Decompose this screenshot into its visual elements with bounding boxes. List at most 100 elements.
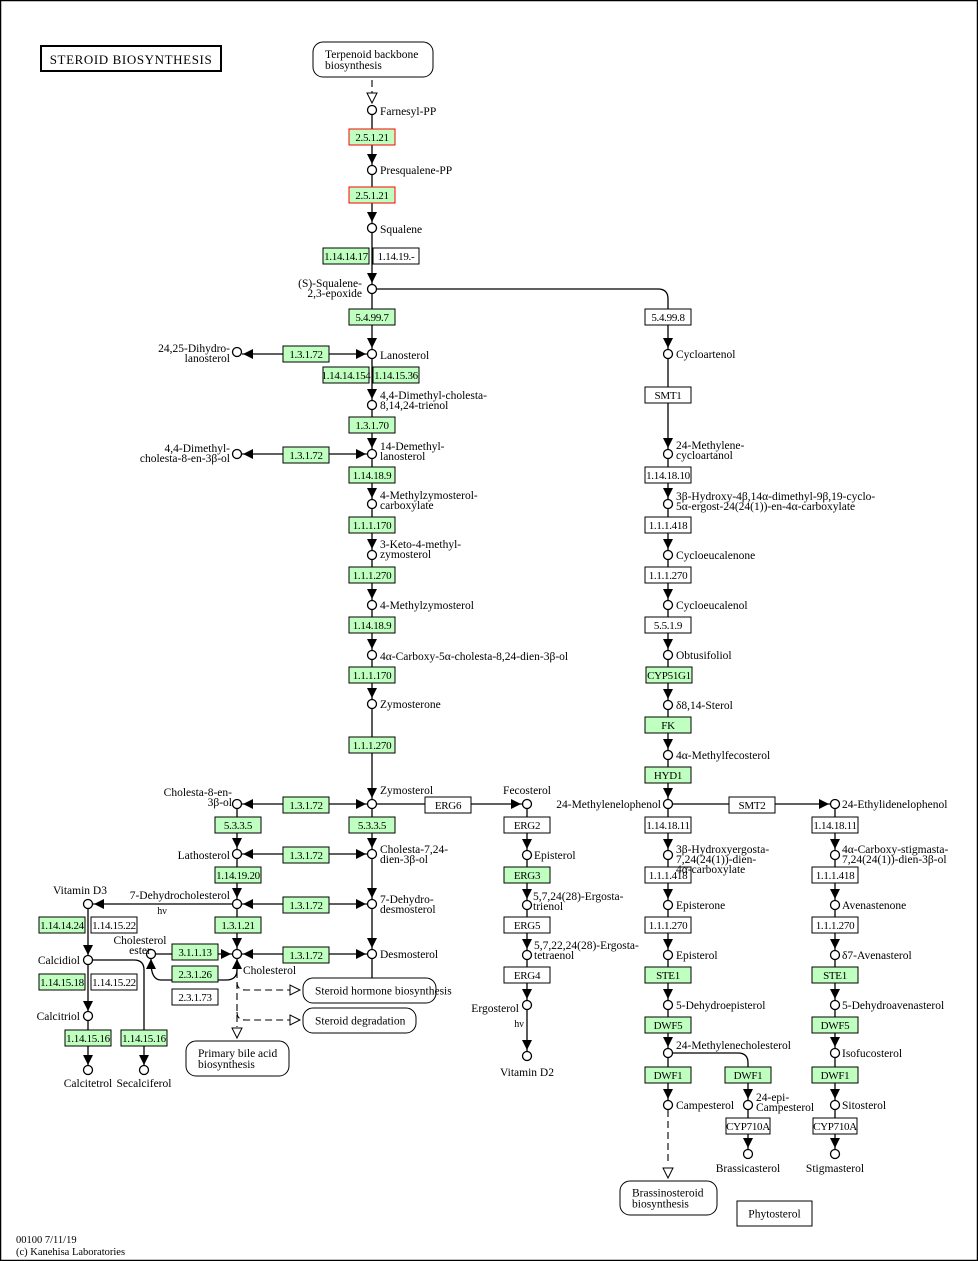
enzyme-box[interactable]: SMT1 <box>644 386 692 404</box>
enzyme-box[interactable]: 1.14.18.11 <box>811 816 859 834</box>
enzyme-box[interactable]: 1.14.14.17 <box>322 247 370 265</box>
enzyme-box[interactable]: 1.14.14.154 <box>322 366 372 384</box>
compound[interactable]: Cholesta-8-en-3β-ol <box>164 787 243 810</box>
compound[interactable]: 14-Demethyl-lanosterol <box>366 441 445 463</box>
compound[interactable]: 4,4-Dimethyl-cholesta-8,14,24-trienol <box>366 390 488 412</box>
enzyme-box[interactable]: 1.14.14.24 <box>38 916 86 934</box>
enzyme-box[interactable]: 1.3.1.72 <box>282 896 330 914</box>
enzyme-box[interactable]: 1.14.15.22 <box>90 973 138 991</box>
compound[interactable]: Desmosterol <box>366 948 439 961</box>
compound[interactable]: Cycloeucalenol <box>662 599 748 612</box>
enzyme-box[interactable]: 5.5.1.9 <box>644 616 692 634</box>
compound[interactable]: 7-Dehydrocholesterol <box>130 890 243 910</box>
enzyme-box[interactable]: 1.1.1.170 <box>348 516 396 534</box>
compound[interactable]: 24-Methylenelophenol <box>556 798 674 811</box>
compound[interactable]: Stigmasterol <box>806 1148 864 1176</box>
enzyme-box[interactable]: DWF1 <box>644 1066 692 1084</box>
enzyme-box[interactable]: HYD1 <box>644 766 692 784</box>
enzyme-box[interactable]: DWF1 <box>811 1066 859 1084</box>
enzyme-box[interactable]: 1.3.1.72 <box>282 796 330 814</box>
enzyme-box[interactable]: 5.3.3.5 <box>348 816 396 834</box>
enzyme-box[interactable]: 1.14.18.9 <box>348 616 396 634</box>
enzyme-box[interactable]: DWF5 <box>644 1016 692 1034</box>
compound[interactable]: Calcitriol <box>37 1010 94 1023</box>
compound[interactable]: 3β-Hydroxyergosta-7,24(24(1))-dien-4α-ca… <box>662 844 770 876</box>
compound[interactable]: Episterol <box>662 949 718 962</box>
compound[interactable]: 4-Methylzymosterol-carboxylate <box>366 490 478 512</box>
compound[interactable]: 24,25-Dihydro-lanosterol <box>158 343 243 365</box>
enzyme-box[interactable]: STE1 <box>811 966 859 984</box>
compound[interactable]: Brassicasterol <box>716 1148 781 1176</box>
compound[interactable]: 7-Dehydro-desmosterol <box>366 894 436 916</box>
enzyme-box[interactable]: 5.4.99.8 <box>644 308 692 326</box>
compound[interactable]: Vitamin D2 <box>500 1050 554 1080</box>
enzyme-box[interactable]: ERG4 <box>503 966 551 984</box>
enzyme-box[interactable]: 2.5.1.21 <box>348 186 396 204</box>
enzyme-box[interactable]: 1.3.1.72 <box>282 946 330 964</box>
compound[interactable]: Farnesyl-PP <box>366 104 437 119</box>
compound[interactable]: Cholesterol <box>231 948 297 978</box>
enzyme-box[interactable]: CYP710A <box>812 1117 858 1135</box>
compound[interactable]: Squalene <box>366 222 423 237</box>
compound[interactable]: Sitosterol <box>829 1099 887 1112</box>
enzyme-box[interactable]: 1.1.1.418 <box>644 866 692 884</box>
enzyme-box[interactable]: CYP51G1 <box>645 666 693 684</box>
enzyme-box[interactable]: 1.1.1.270 <box>811 916 859 934</box>
compound[interactable]: Calcidiol <box>38 954 94 967</box>
enzyme-box[interactable]: 1.14.15.22 <box>90 916 138 934</box>
enzyme-box[interactable]: STE1 <box>644 966 692 984</box>
compound[interactable]: (S)-Squalene-2,3-epoxide <box>298 278 378 300</box>
enzyme-box[interactable]: 1.14.18.10 <box>644 466 692 484</box>
compound[interactable]: 4-Methylzymosterol <box>366 599 474 612</box>
enzyme-box[interactable]: 1.1.1.270 <box>348 736 396 754</box>
compound[interactable]: Vitamin D3 <box>53 885 107 910</box>
enzyme-box[interactable]: 3.1.1.13 <box>171 943 219 961</box>
compound[interactable]: 5-Dehydroepisterol <box>662 999 766 1012</box>
compound[interactable]: Presqualene-PP <box>366 164 453 177</box>
compound[interactable]: Campesterol <box>662 1099 735 1112</box>
pathway-map-link[interactable]: Steroid hormone biosynthesis <box>302 977 452 1004</box>
enzyme-box[interactable]: 1.14.18.11 <box>644 816 692 834</box>
compound[interactable]: Obtusifoliol <box>662 649 732 662</box>
compound[interactable]: 4α-Carboxy-stigmasta-7,24(24(1))-dien-3β… <box>829 844 949 866</box>
compound[interactable]: δ8,14-Sterol <box>662 699 733 712</box>
compound[interactable]: Lanosterol <box>366 348 430 363</box>
enzyme-box[interactable]: ERG2 <box>503 816 551 834</box>
compound[interactable]: Zymosterol <box>366 785 434 810</box>
enzyme-box[interactable]: 1.3.1.70 <box>348 416 396 434</box>
compound[interactable]: Isofucosterol <box>829 1047 903 1060</box>
compound[interactable]: Cycloeucalenone <box>662 549 756 562</box>
compound[interactable]: 5,7,22,24(28)-Ergosta-tetraenol <box>521 940 640 962</box>
compound[interactable]: 4α-Carboxy-5α-cholesta-8,24-dien-3β-ol <box>366 649 569 664</box>
enzyme-box[interactable]: ERG5 <box>503 916 551 934</box>
enzyme-box[interactable]: 1.3.1.72 <box>282 846 330 864</box>
enzyme-box[interactable]: DWF1 <box>724 1066 772 1084</box>
enzyme-box[interactable]: 1.1.1.170 <box>348 666 396 684</box>
compound[interactable]: Episterone <box>662 899 726 912</box>
enzyme-box[interactable]: 1.14.19.20 <box>214 866 262 884</box>
enzyme-box[interactable]: 1.14.18.9 <box>348 466 396 484</box>
compound[interactable]: Cycloartenol <box>662 348 736 361</box>
compound[interactable]: Fecosterol <box>503 785 551 810</box>
compound[interactable]: 24-Methylene-cycloartanol <box>662 440 745 462</box>
enzyme-box[interactable]: SMT2 <box>728 796 776 814</box>
compound[interactable]: Cholesta-7,24-dien-3β-ol <box>366 844 449 866</box>
enzyme-box[interactable]: 1.14.19.- <box>372 247 420 265</box>
enzyme-box[interactable]: 2.3.1.73 <box>171 988 219 1006</box>
enzyme-box[interactable]: 1.1.1.270 <box>644 566 692 584</box>
compound[interactable]: 3β-Hydroxy-4β,14α-dimethyl-9β,19-cyclo-5… <box>662 491 876 513</box>
compound[interactable]: Calcitetrol <box>64 1064 113 1091</box>
pathway-map-link[interactable]: Steroid degradation <box>302 1007 417 1034</box>
enzyme-box[interactable]: 1.14.15.18 <box>38 973 86 991</box>
compound[interactable]: 24-epi-Campesterol <box>742 1092 815 1114</box>
enzyme-box[interactable]: ERG6 <box>424 796 472 814</box>
enzyme-box[interactable]: 1.1.1.270 <box>348 566 396 584</box>
compound[interactable]: 3-Keto-4-methyl-zymosterol <box>366 539 462 561</box>
compound[interactable]: 4α-Methylfecosterol <box>662 749 771 762</box>
enzyme-box[interactable]: DWF5 <box>811 1016 859 1034</box>
enzyme-box[interactable]: 1.14.15.36 <box>372 366 420 384</box>
enzyme-box[interactable]: 1.3.1.21 <box>214 916 262 934</box>
enzyme-box[interactable]: 2.5.1.21 <box>348 128 396 146</box>
